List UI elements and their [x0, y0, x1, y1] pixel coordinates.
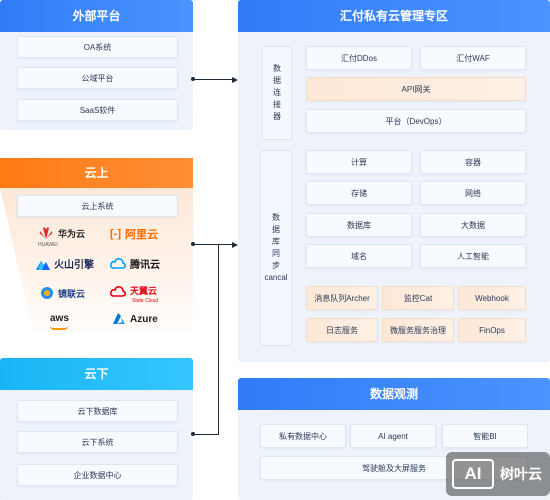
jinglian-logo-icon [41, 287, 53, 299]
vendor-jinglian: 镜联云 [40, 286, 85, 300]
obs-ai-agent[interactable]: AI agent [350, 424, 436, 448]
cloud-down-system[interactable]: 云下系统 [17, 431, 178, 453]
grid-storage[interactable]: 存储 [306, 181, 412, 205]
waf-box[interactable]: 汇付WAF [420, 46, 526, 70]
cloud-up-panel: 云上 云上系统 华为云 HUAWEI [-] 阿里云 火山引擎 腾讯云 [0, 158, 193, 340]
external-item-saas[interactable]: SaaS软件 [17, 99, 178, 121]
connector-cloud-arrow [232, 242, 238, 248]
vendor-aws: aws [50, 313, 69, 324]
sync-char: 数 [272, 213, 280, 222]
aws-smile-icon [50, 326, 68, 330]
service-logging[interactable]: 日志服务 [306, 318, 378, 342]
cloud-down-title: 云下 [0, 358, 193, 390]
vendor-azure-label: Azure [130, 313, 158, 325]
grid-domain[interactable]: 域名 [306, 244, 412, 268]
vendor-aliyun-label: 阿里云 [125, 229, 158, 241]
connector-down-vertical [218, 244, 219, 434]
huawei-logo-icon [39, 227, 53, 239]
vendor-huawei-label: 华为云 [58, 228, 86, 239]
connector-char: 据 [273, 76, 281, 85]
grid-compute[interactable]: 计算 [306, 150, 412, 174]
vendor-jinglian-label: 镜联云 [58, 288, 86, 299]
ddos-box[interactable]: 汇付DDos [306, 46, 412, 70]
data-connector[interactable]: 数 据 连 接 器 [262, 46, 292, 140]
connector-cloud-dot [191, 242, 195, 246]
connector-external-arrow [232, 77, 238, 83]
obs-private-datacenter[interactable]: 私有数据中心 [260, 424, 346, 448]
cloud-up-title: 云上 [0, 158, 193, 188]
cloud-down-panel: 云下 云下数据库 云下系统 企业数据中心 [0, 358, 193, 500]
cloud-up-system[interactable]: 云上系统 [17, 195, 178, 217]
watermark-text: 树叶云 [500, 466, 542, 482]
vendor-aws-label: aws [50, 313, 69, 324]
vendor-tianyi-subtitle: State Cloud [132, 298, 159, 304]
cloud-down-database[interactable]: 云下数据库 [17, 400, 178, 422]
watermark-badge: AI [452, 459, 494, 489]
sync-char: 据 [272, 225, 280, 234]
volcano-logo-icon [36, 260, 50, 270]
service-microservice-governance[interactable]: 微服务服务治理 [382, 318, 454, 342]
connector-char: 接 [273, 100, 281, 109]
vendor-huawei-subtitle: HUAWEI [38, 242, 58, 248]
connector-external [193, 79, 233, 80]
connector-down-horizontal [193, 434, 219, 435]
cloud-down-datacenter[interactable]: 企业数据中心 [17, 464, 178, 486]
service-mq-archer[interactable]: 消息队列Archer [306, 286, 378, 310]
vendor-tianyi-label: 天翼云 [130, 286, 158, 296]
watermark: AI 树叶云 [446, 452, 550, 496]
database-sync-cancal[interactable]: 数 据 库 同 步 cancal [260, 150, 292, 346]
external-item-oa[interactable]: OA系统 [17, 36, 178, 58]
private-cloud-title: 汇付私有云管理专区 [238, 0, 550, 32]
connector-char: 连 [273, 88, 281, 97]
service-monitor-cat[interactable]: 监控Cat [382, 286, 454, 310]
service-webhook[interactable]: Webhook [458, 286, 526, 310]
sync-char: 步 [272, 261, 280, 270]
grid-network[interactable]: 网络 [420, 181, 526, 205]
grid-database[interactable]: 数据库 [306, 213, 412, 237]
vendor-tencent-label: 腾讯云 [130, 260, 160, 271]
vendor-tianyi: 天翼云 [110, 284, 157, 297]
obs-smart-bi[interactable]: 智能BI [442, 424, 528, 448]
vendor-huawei: 华为云 [38, 226, 85, 240]
external-platform-panel: 外部平台 OA系统 公域平台 [0, 0, 193, 104]
vendor-tencent: 腾讯云 [110, 256, 160, 271]
external-item-public[interactable]: 公域平台 [17, 67, 178, 89]
tianyi-cloud-icon [110, 285, 126, 297]
devops-platform-box[interactable]: 平台（DevOps） [306, 109, 526, 133]
connector-char: 器 [273, 112, 281, 121]
private-cloud-panel: 汇付私有云管理专区 数 据 连 接 器 数 据 库 同 步 cancal 汇付D… [238, 0, 550, 362]
vendor-azure: Azure [112, 313, 158, 325]
observability-title: 数据观测 [238, 378, 550, 410]
connector-cloud [193, 244, 233, 245]
connector-external-dot [191, 77, 195, 81]
vendor-aliyun: [-] 阿里云 [110, 226, 158, 242]
service-finops[interactable]: FinOps [458, 318, 526, 342]
grid-bigdata[interactable]: 大数据 [420, 213, 526, 237]
connector-down-dot [191, 432, 195, 436]
sync-char: 库 [272, 237, 280, 246]
api-gateway-box[interactable]: API网关 [306, 77, 526, 101]
observability-panel: 数据观测 私有数据中心 AI agent 智能BI 驾驶舱及大屏服务 [238, 378, 550, 500]
vendor-volcengine: 火山引擎 [36, 256, 94, 271]
aliyun-bracket-icon: [-] [110, 228, 121, 240]
connector-char: 数 [273, 64, 281, 73]
tencent-cloud-icon [110, 258, 126, 269]
azure-logo-icon [113, 313, 125, 324]
sync-char: 同 [272, 249, 280, 258]
sync-cancal-label: cancal [264, 273, 288, 282]
vendor-volcengine-label: 火山引擎 [54, 260, 94, 271]
grid-container[interactable]: 容器 [420, 150, 526, 174]
grid-ai[interactable]: 人工智能 [420, 244, 526, 268]
external-platform-title: 外部平台 [0, 0, 193, 32]
